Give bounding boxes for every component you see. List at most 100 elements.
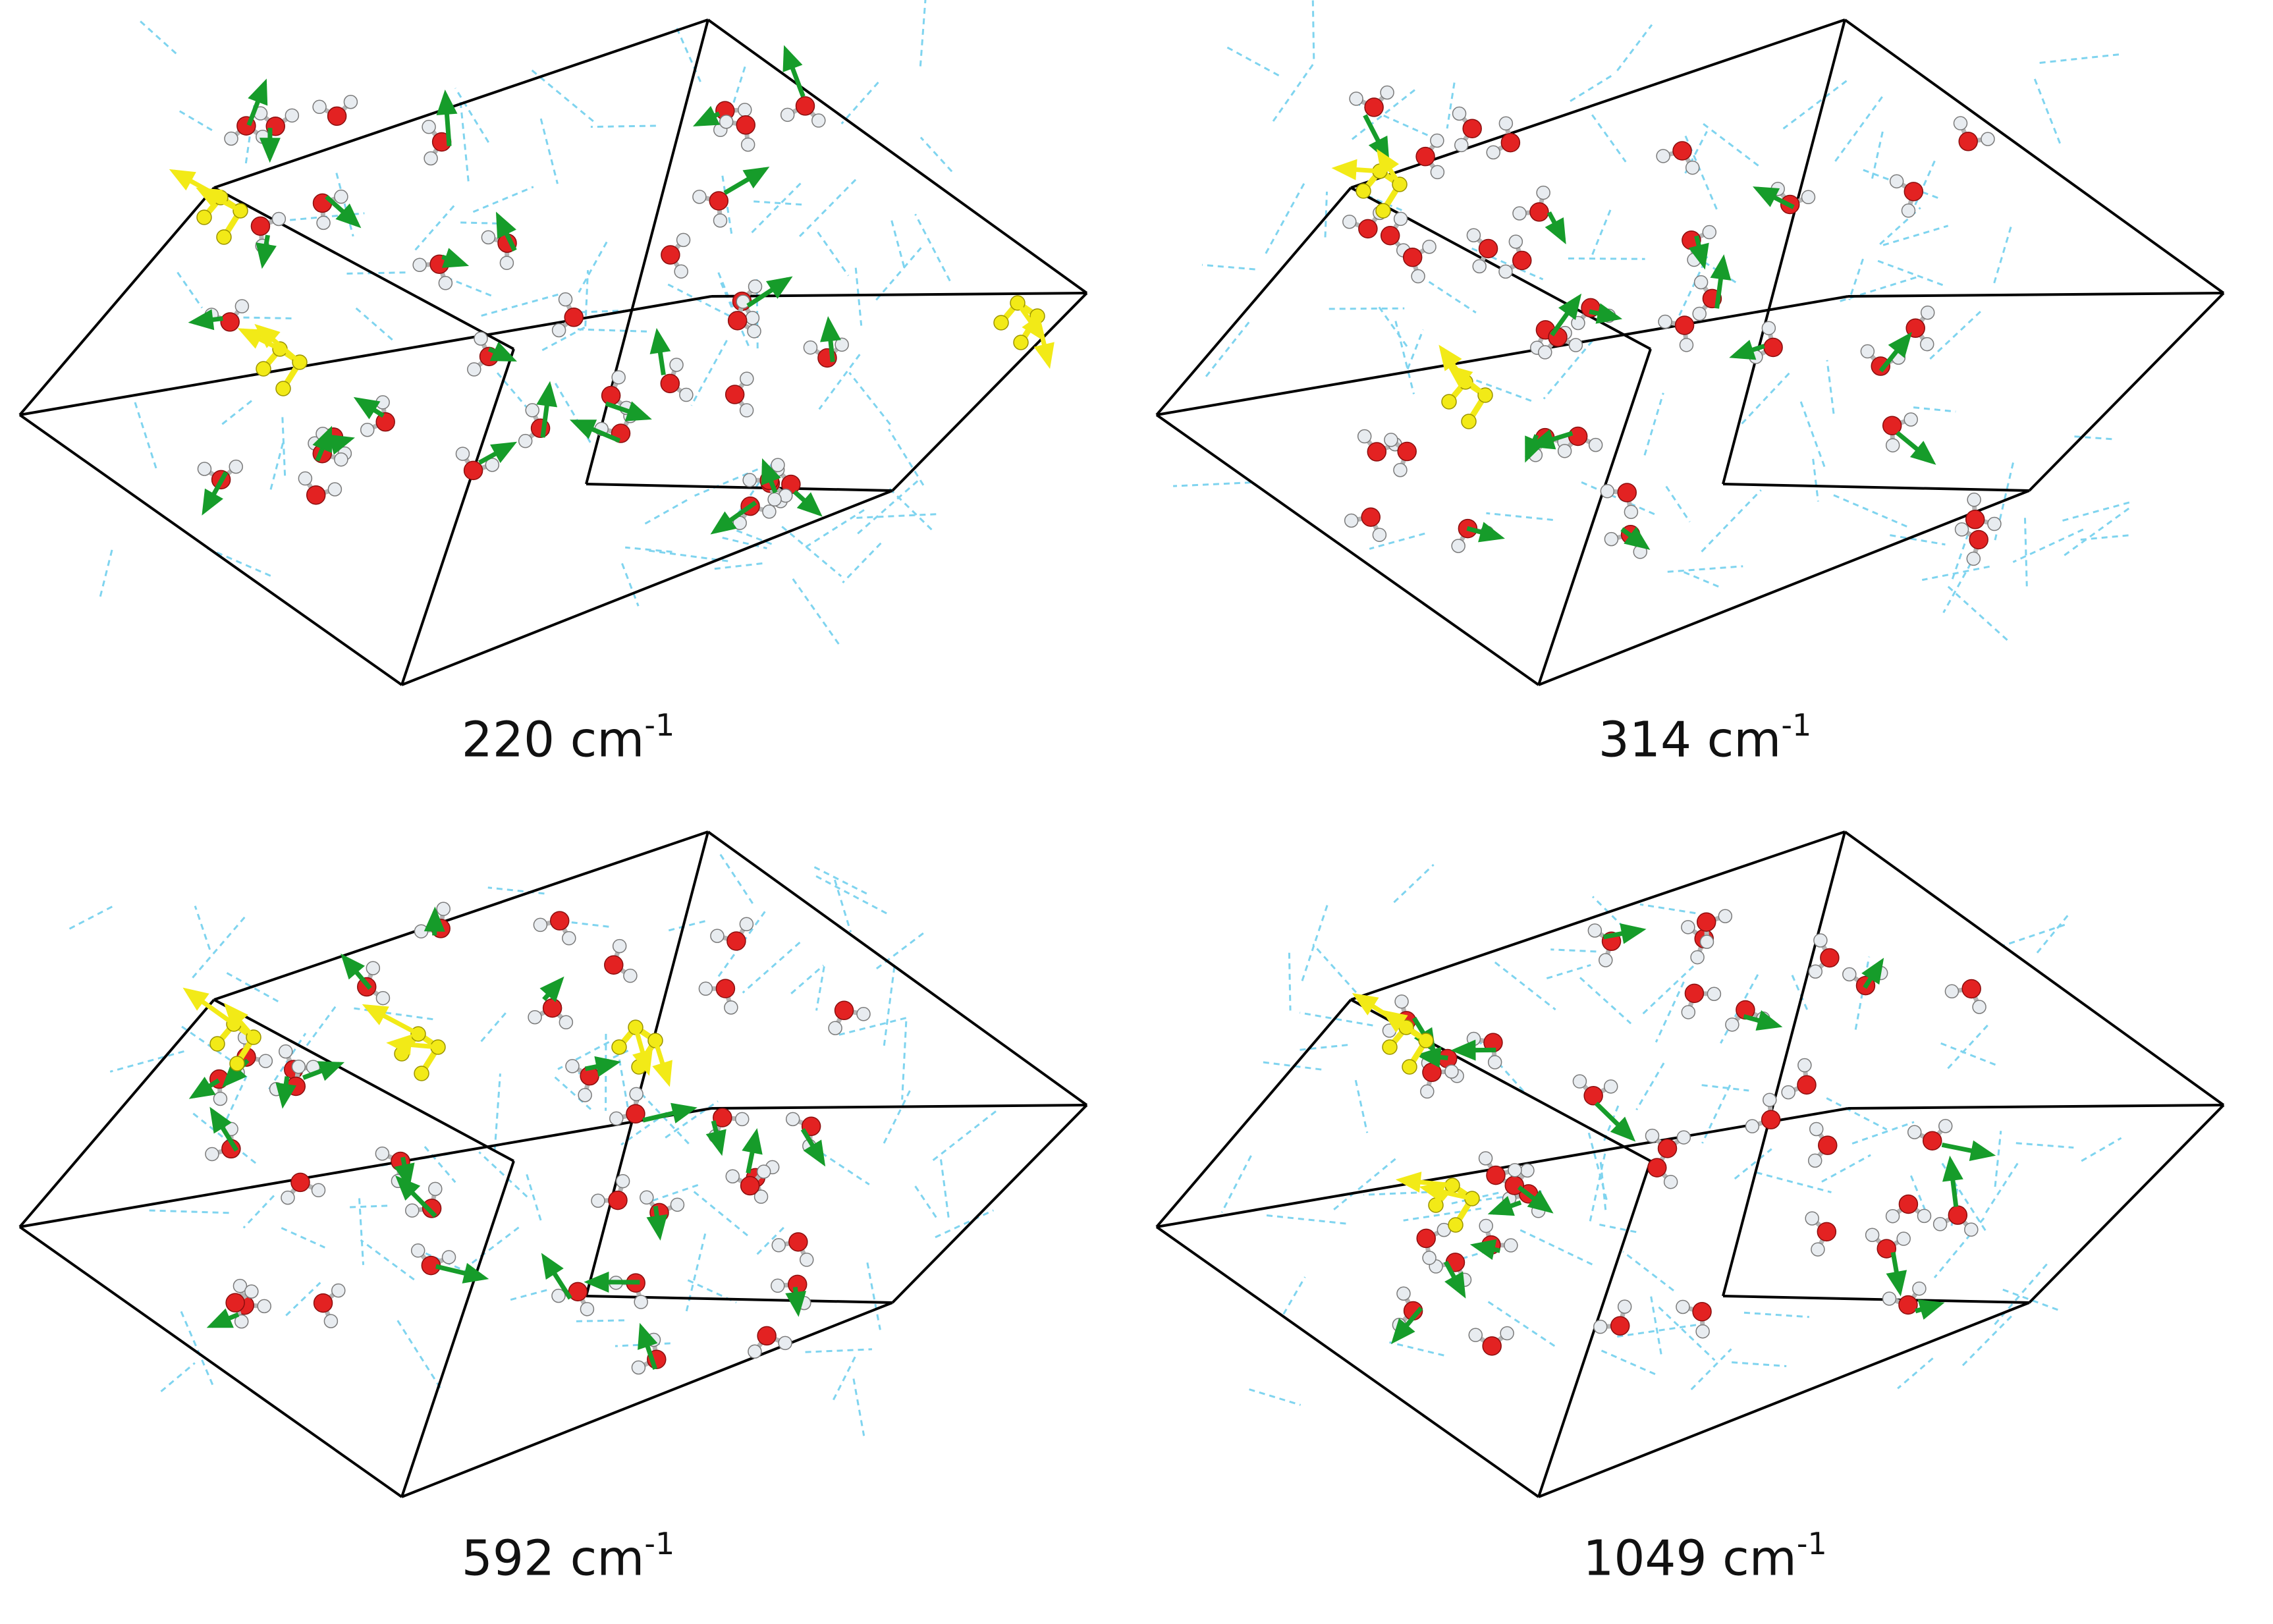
hydrogen-bond — [1622, 1251, 1674, 1291]
hydrogen-atom-icon — [424, 151, 438, 166]
displacement-arrow-icon — [341, 954, 365, 980]
hydrogen-atom-icon — [1932, 1217, 1948, 1232]
hydrogen-bond — [1354, 1079, 1369, 1133]
hydrogen-atom-icon — [710, 929, 725, 943]
frequency-exponent: -1 — [644, 707, 675, 743]
displacement-arrow-icon — [649, 327, 671, 354]
displacement-arrow-icon — [705, 1129, 726, 1156]
hydrogen-atom-icon — [1964, 1222, 1979, 1237]
hydrogen-bond — [1592, 896, 1632, 936]
cell-edge — [1722, 483, 2030, 492]
hydrogen-atom-icon — [285, 108, 300, 123]
hydrogen-atom-icon — [1498, 264, 1513, 279]
displacement-arrow-icon — [765, 276, 793, 299]
displacement-arrow-icon — [495, 211, 516, 239]
displacement-arrow-icon — [1352, 993, 1379, 1015]
unit-cell-diagram — [1155, 830, 2225, 1498]
displacement-arrow-icon — [1710, 254, 1732, 281]
hydrogen-bond — [269, 443, 284, 493]
hydrogen-atom-icon — [551, 323, 566, 338]
hydrogen-atom-icon — [331, 1283, 346, 1298]
displacement-arrow-icon — [441, 248, 470, 268]
hydrogen-bond — [1826, 1097, 1888, 1131]
hydrogen-bond — [652, 1183, 699, 1202]
displacement-arrow-icon — [489, 341, 517, 362]
hydrogen-atom-icon — [1699, 934, 1714, 949]
cell-edge — [586, 1295, 893, 1304]
hydrogen-bond — [478, 1151, 528, 1198]
oxygen-atom-icon — [788, 1232, 808, 1252]
hydrogen-bond — [1599, 1158, 1607, 1210]
cell-edge — [19, 295, 712, 416]
displacement-arrow-icon — [624, 401, 652, 421]
displacement-arrow-icon — [259, 138, 281, 163]
hydrogen-bond — [1263, 1214, 1346, 1225]
hydrogen-bond — [177, 271, 204, 309]
oxygen-atom-icon — [1482, 1336, 1502, 1356]
oxygen-atom-icon — [713, 1108, 732, 1127]
hydrogen-atom-icon — [739, 917, 754, 932]
hydrogen-bond — [781, 526, 842, 578]
hydrogen-bond — [1909, 1175, 1931, 1222]
displacement-arrow-icon — [1331, 159, 1357, 180]
displacement-arrow-icon — [693, 105, 721, 126]
oxygen-atom-icon — [463, 460, 483, 481]
hydrogen-atom-icon — [740, 371, 754, 386]
hydrogen-bond — [526, 1174, 543, 1222]
hydrogen-atom-icon — [1811, 1242, 1825, 1257]
hydrogen-bond — [1947, 1023, 1989, 1069]
hydrogen-bond — [1684, 571, 1724, 589]
frequency-exponent: -1 — [644, 1526, 675, 1561]
oxygen-atom-icon — [715, 979, 736, 998]
hydrogen-atom-icon — [1718, 909, 1733, 923]
hydrogen-atom-icon — [323, 1314, 339, 1328]
oxygen-atom-icon — [1692, 1301, 1712, 1322]
oxygen-atom-icon — [1361, 507, 1381, 527]
hydrogen-bond — [818, 354, 861, 410]
hydrogen-atom-icon — [1466, 228, 1481, 243]
oxygen-atom-icon — [1948, 1205, 1968, 1225]
hydrogen-atom-icon — [1912, 1281, 1927, 1296]
hydrogen-bond — [574, 1319, 624, 1322]
hydrogen-bond — [854, 267, 863, 326]
highlight-atom-icon — [1382, 1039, 1398, 1055]
hydrogen-atom-icon — [724, 1000, 738, 1015]
hydrogen-bond — [2064, 506, 2131, 556]
hydrogen-bond — [935, 1209, 994, 1239]
hydrogen-atom-icon — [609, 1111, 624, 1126]
hydrogen-bond — [242, 1195, 275, 1229]
displacement-arrow-icon — [1444, 1271, 1466, 1299]
hydrogen-atom-icon — [499, 256, 514, 270]
hydrogen-atom-icon — [771, 1238, 786, 1253]
oxygen-atom-icon — [220, 312, 240, 332]
hydrogen-bond — [590, 124, 656, 128]
displacement-arrow-icon — [223, 1002, 248, 1029]
cell-edge — [18, 186, 215, 416]
hydrogen-bond — [831, 1356, 856, 1402]
hydrogen-atom-icon — [1588, 437, 1603, 452]
hydrogen-bond — [932, 1108, 1000, 1162]
hydrogen-atom-icon — [615, 1174, 630, 1189]
highlight-atom-icon — [1375, 203, 1391, 219]
hydrogen-bond — [919, 136, 953, 173]
displacement-arrow-icon — [638, 1322, 658, 1350]
water-molecules — [197, 94, 849, 530]
hydrogen-bond — [1494, 961, 1556, 1011]
hydrogen-bond — [268, 1033, 307, 1090]
hydrogen-bond — [805, 1348, 872, 1353]
hydrogen-bond — [790, 964, 825, 994]
displacement-arrow-icon — [1729, 340, 1757, 360]
hydrogen-bond-network — [67, 853, 1000, 1436]
cell-edge — [707, 18, 1088, 294]
oxygen-atom-icon — [1797, 1075, 1817, 1095]
hydrogen-atom-icon — [1624, 504, 1639, 520]
hydrogen-bond — [2035, 915, 2069, 956]
hydrogen-atom-icon — [412, 257, 427, 273]
highlight-atom-icon — [993, 315, 1009, 331]
hydrogen-atom-icon — [1658, 314, 1672, 329]
hydrogen-bond — [834, 879, 852, 933]
oxygen-atom-icon — [660, 373, 680, 394]
hydrogen-bond — [625, 546, 672, 553]
highlight-atom-icon — [275, 381, 291, 396]
displacement-arrow-icon — [202, 488, 223, 516]
